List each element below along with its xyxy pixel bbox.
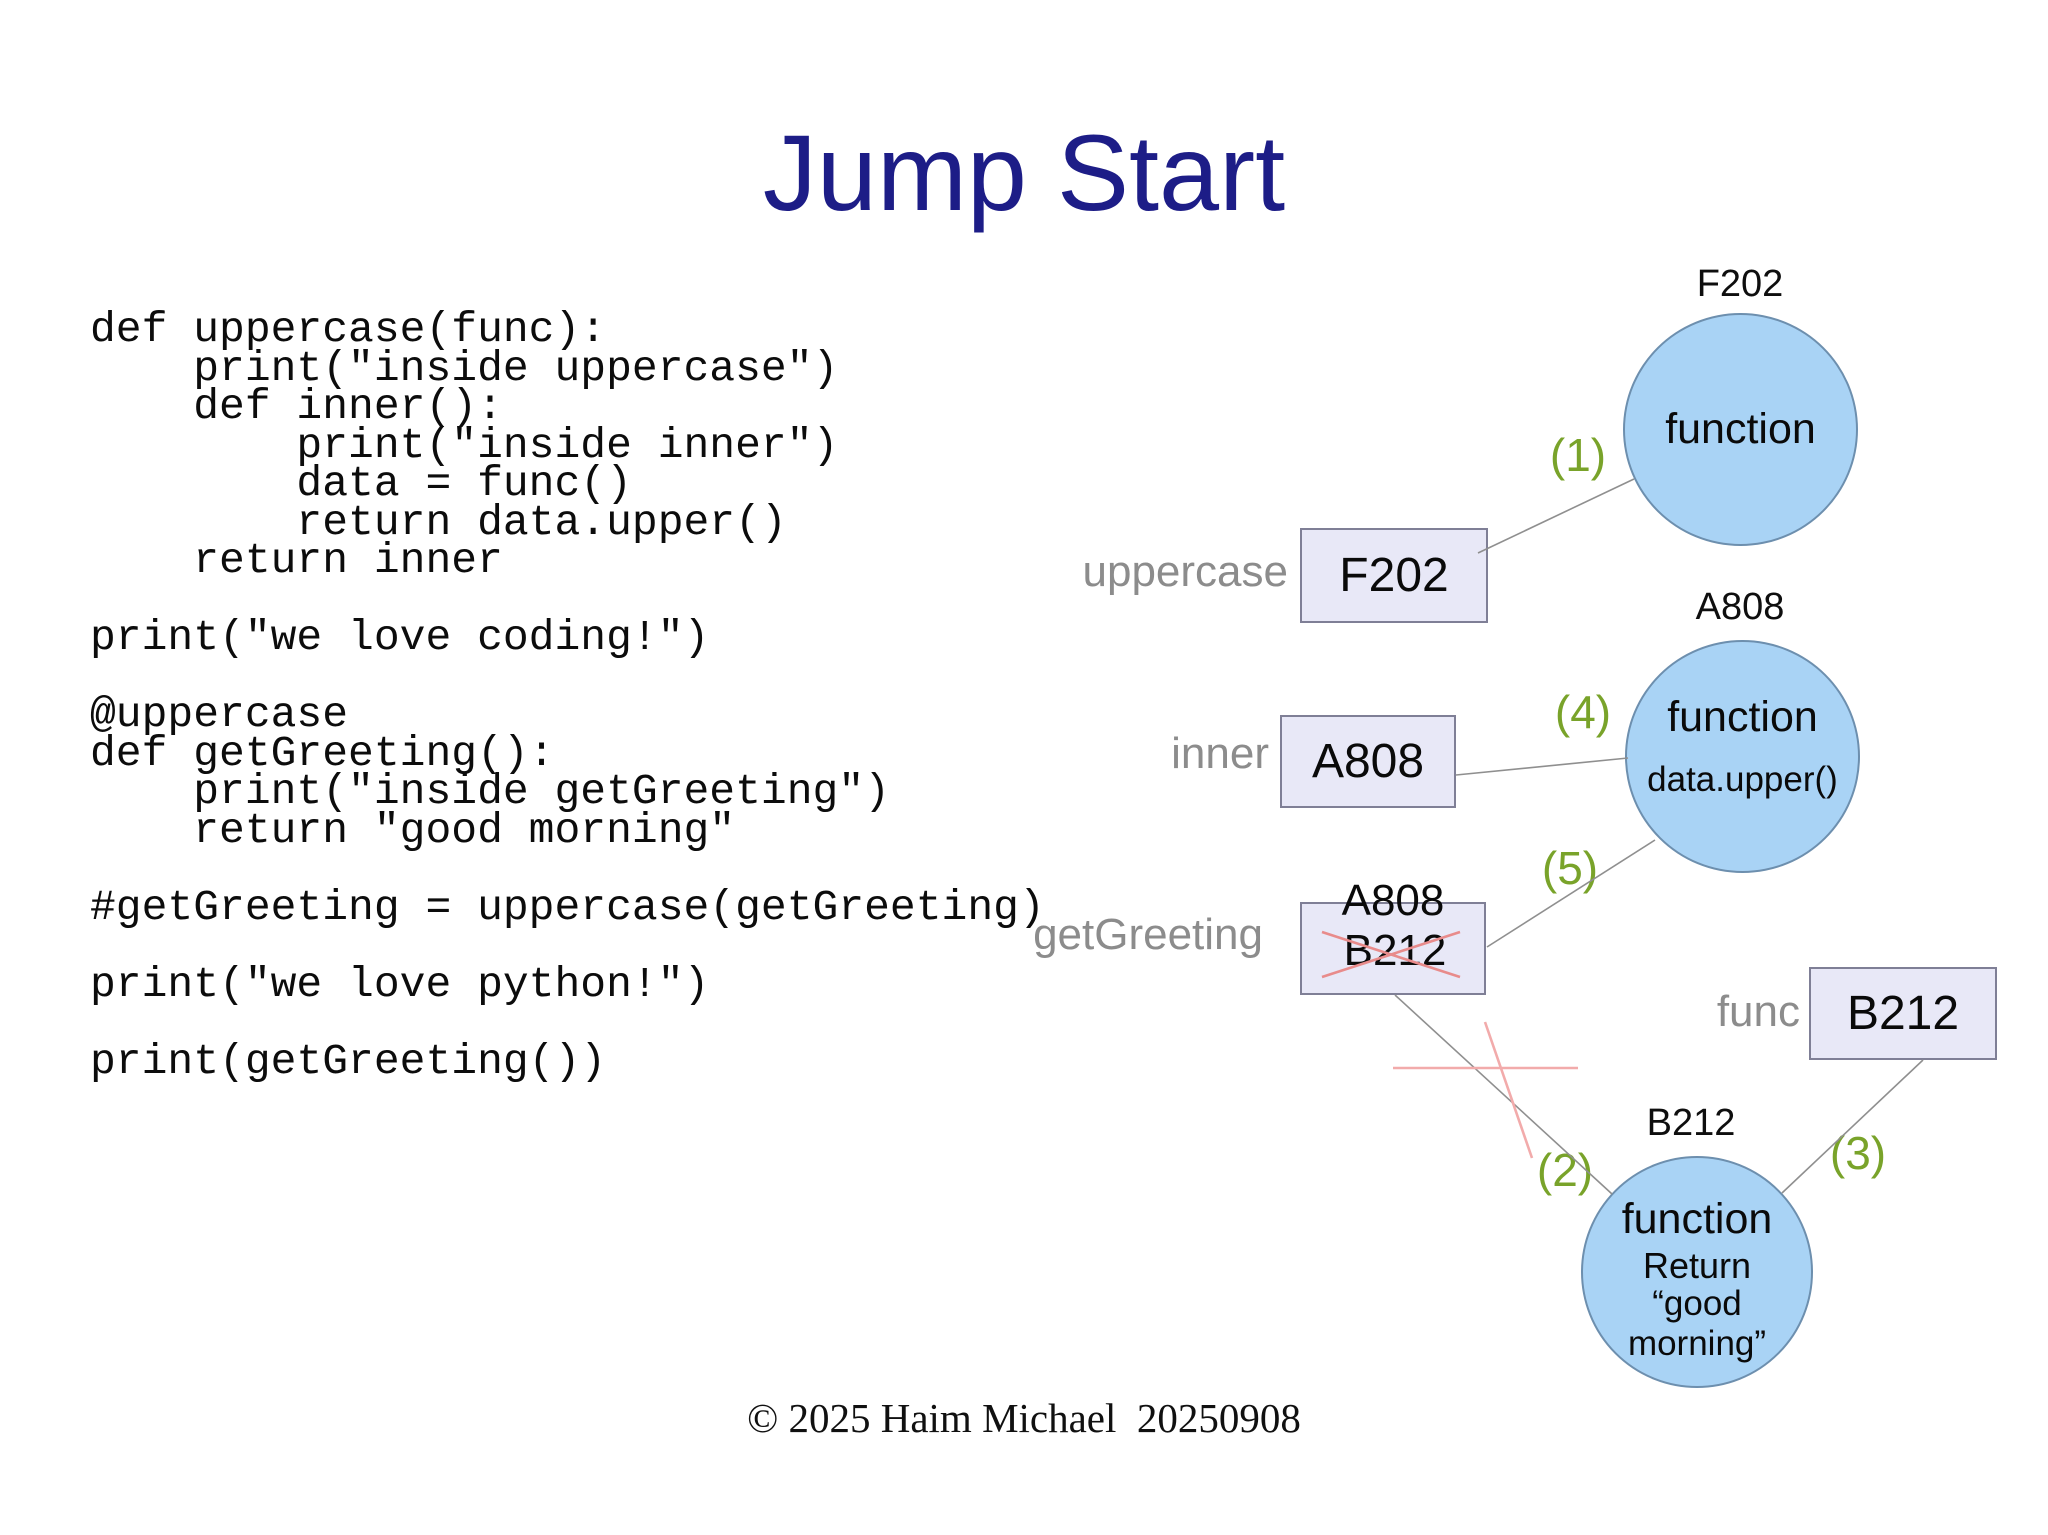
variable-value-new: A808: [1341, 876, 1445, 925]
variable-name-getgreeting: getGreeting: [1033, 910, 1263, 959]
step-label-4: (4): [1554, 686, 1612, 738]
variable-name-func: func: [1716, 987, 1800, 1036]
variable-value: A808: [1311, 735, 1425, 788]
object-id-b212: B212: [1646, 1102, 1736, 1144]
step-label-2: (2): [1536, 1144, 1594, 1196]
variable-value: F202: [1339, 549, 1449, 602]
crossout-connector-line2: [1483, 1021, 1534, 1159]
variable-box-uppercase: F202: [1300, 528, 1488, 623]
step-label-1: (1): [1549, 429, 1607, 481]
connector-uppercase-to-f202: [1477, 478, 1635, 554]
step-label-3: (3): [1829, 1127, 1887, 1179]
object-id-a808: A808: [1695, 586, 1785, 628]
function-object-text: function: [1621, 1195, 1773, 1243]
function-object-circle-f202: function: [1623, 313, 1858, 546]
python-code-block: def uppercase(func): print("inside upper…: [90, 305, 1045, 1086]
function-object-text: function: [1667, 693, 1818, 741]
function-object-return-value: “good morning”: [1627, 1284, 1767, 1363]
page-title: Jump Start: [762, 112, 1286, 233]
variable-value: B212: [1846, 987, 1960, 1040]
connector-inner-to-a808: [1455, 757, 1629, 776]
variable-box-inner: A808: [1280, 715, 1456, 808]
copyright-footer: © 2025 Haim Michael 20250908: [747, 1395, 1301, 1441]
step-label-5: (5): [1541, 842, 1599, 894]
variable-box-func: B212: [1809, 967, 1997, 1060]
function-object-detail: data.upper(): [1647, 760, 1838, 799]
function-object-detail: Return: [1642, 1245, 1752, 1286]
variable-value-old-crossed: B212: [1343, 926, 1447, 975]
function-object-circle-a808: function data.upper(): [1625, 640, 1860, 873]
variable-name-uppercase: uppercase: [1082, 547, 1288, 596]
function-object-text: function: [1665, 405, 1816, 453]
variable-name-inner: inner: [1171, 729, 1269, 778]
object-id-f202: F202: [1696, 263, 1784, 305]
function-object-circle-b212: function Return “good morning”: [1581, 1156, 1813, 1388]
